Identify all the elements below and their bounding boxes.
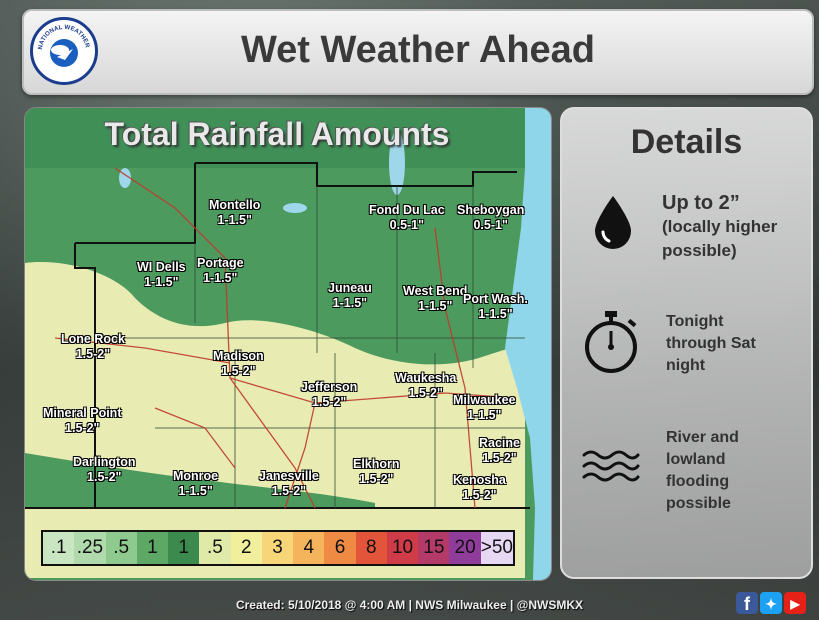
map-title: Total Rainfall Amounts [104,116,450,152]
location-port-washington: Port Wash.1-1.5" [463,292,528,321]
facebook-icon[interactable]: f [736,592,758,614]
legend-swatch: .25 [74,532,106,564]
legend-swatch: .1 [43,532,75,564]
legend-swatch: .5 [199,532,231,564]
nws-logo: NATIONAL WEATHER SERVICE [30,17,98,85]
youtube-icon[interactable]: ▶ [784,592,806,614]
legend-swatch: >50 [480,532,513,564]
legend-swatch: 4 [293,532,325,564]
footer-credit: Created: 5/10/2018 @ 4:00 AM | NWS Milwa… [235,598,584,612]
details-title: Details [630,123,743,161]
lake-michigan [505,108,551,580]
amount-detail: Up to 2” (locally higher possible) [662,192,778,260]
legend-swatch: 6 [324,532,356,564]
legend-swatch: 1 [136,532,169,564]
legend-swatch: 10 [386,532,419,564]
legend-swatch: 20 [449,532,481,564]
legend-swatch: 15 [418,532,450,564]
header-title: Wet Weather Ahead [240,29,596,71]
legend-swatch: 3 [261,532,294,564]
twitter-icon[interactable]: ✦ [760,592,782,614]
impact-detail: River and lowland flooding possible [666,429,739,512]
raindrop-icon [595,196,631,249]
legend-swatch: 1 [168,532,200,564]
timing-detail: Tonight through Sat night [666,313,756,374]
stopwatch-icon [585,311,637,373]
legend-swatch: 8 [355,532,387,564]
legend-swatch: .5 [105,532,137,564]
details-panel: Details Up to 2” (locally higher possibl… [560,107,813,579]
legend-swatch: 2 [230,532,262,564]
waves-icon [582,450,640,482]
header-banner: NATIONAL WEATHER SERVICE Wet Weather Ahe… [22,9,814,95]
